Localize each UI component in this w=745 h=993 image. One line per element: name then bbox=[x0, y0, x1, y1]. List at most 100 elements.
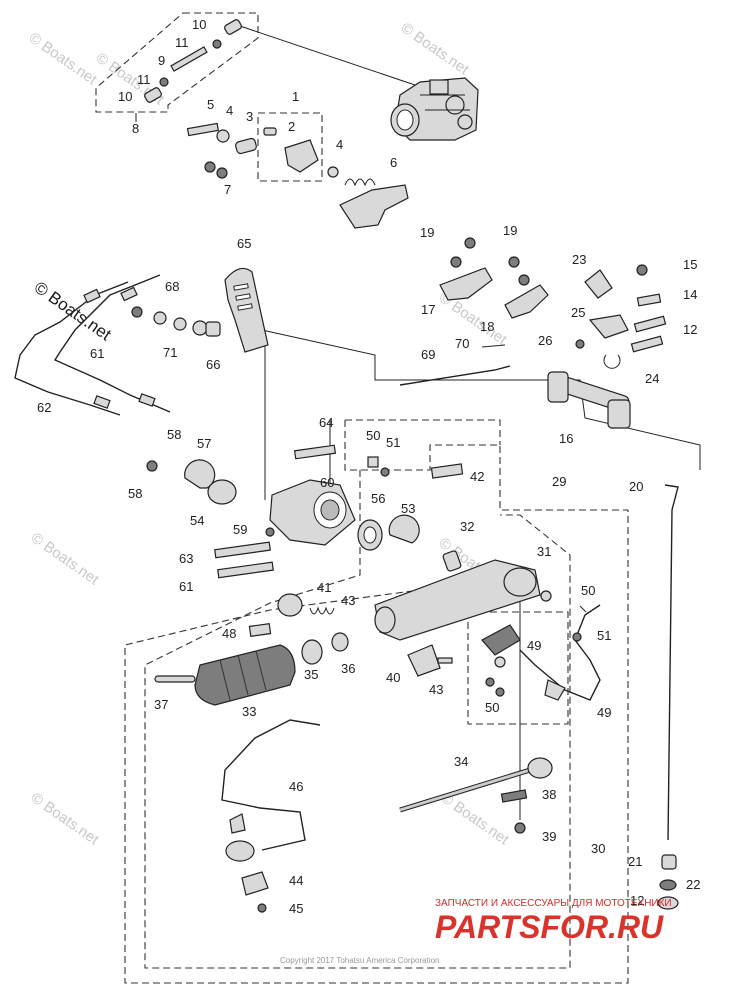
stop-switch-44 bbox=[221, 719, 321, 913]
switch-assembly-47 bbox=[481, 604, 601, 701]
callout-5: 5 bbox=[207, 97, 214, 112]
watermark: © Boats.net bbox=[28, 789, 103, 848]
callout-52: 53 bbox=[401, 501, 415, 516]
watermark: © Boats.net bbox=[438, 789, 513, 848]
callout-55: 57 bbox=[197, 436, 211, 451]
tiller-arm bbox=[374, 550, 552, 641]
callout-43: 45 bbox=[289, 901, 303, 916]
callout-3: 3 bbox=[246, 109, 253, 124]
callout-59: 60 bbox=[320, 475, 334, 490]
callout-28: 30 bbox=[591, 841, 605, 856]
callout-4: 4 bbox=[336, 137, 343, 152]
group-27-outline bbox=[144, 470, 571, 969]
watermark: © Boats.net bbox=[28, 529, 103, 588]
callout-25: 25 bbox=[571, 305, 585, 320]
callout-63: 64 bbox=[319, 415, 333, 430]
group-outlines bbox=[95, 12, 629, 984]
shift-rod-32 bbox=[399, 757, 553, 834]
group-48-outline bbox=[467, 611, 569, 725]
callout-2: 2 bbox=[288, 119, 295, 134]
callout-47: 49 bbox=[597, 705, 611, 720]
callout-9: 9 bbox=[158, 53, 165, 68]
branding: Copyright 2017 Tohatsu America Corporati… bbox=[280, 898, 672, 965]
callout-22: 22 bbox=[686, 877, 700, 892]
callout-39: 41 bbox=[317, 580, 331, 595]
brand-logo: PARTSFOR.RU bbox=[435, 909, 664, 945]
watermark-layer: © Boats.net © Boats.net © Boats.net © Bo… bbox=[26, 19, 513, 848]
callout-51: 51 bbox=[386, 435, 400, 450]
callout-56: 58 bbox=[128, 486, 142, 501]
shift-rod-20 bbox=[657, 484, 679, 910]
callout-37: 39 bbox=[542, 829, 556, 844]
throttle-grip-31 bbox=[154, 593, 453, 706]
callout-68: 69 bbox=[421, 347, 435, 362]
group-8-outline bbox=[95, 12, 259, 113]
callout-13: 12 bbox=[683, 322, 697, 337]
callout-33: 35 bbox=[304, 667, 318, 682]
friction-assembly bbox=[146, 444, 464, 579]
brand-tagline: ЗАПЧАСТИ И АКСЕССУАРЫ ДЛЯ МОТОТЕХНИКИ bbox=[435, 898, 672, 909]
callout-66: 68 bbox=[165, 279, 179, 294]
callout-49: 50 bbox=[485, 700, 499, 715]
callout-30: 32 bbox=[460, 519, 474, 534]
callout-41: 43 bbox=[429, 682, 443, 697]
throttle-cables-58 bbox=[14, 274, 171, 416]
callout-7: 7 bbox=[224, 182, 231, 197]
callout-labels: 10 11 9 11 10 8 1 2 3 4 5 4 6 7 19 19 17… bbox=[37, 17, 700, 916]
callout-42: 44 bbox=[289, 873, 303, 888]
callout-54: 56 bbox=[371, 491, 385, 506]
callout-53: 54 bbox=[190, 513, 204, 528]
callout-57: 58 bbox=[167, 427, 181, 442]
callout-31: 33 bbox=[242, 704, 256, 719]
callout-70: 71 bbox=[163, 345, 177, 360]
callout-61: 61 bbox=[179, 579, 193, 594]
callout-10: 10 bbox=[192, 17, 206, 32]
throttle-lever-64 bbox=[131, 267, 269, 353]
callout-12: 12 bbox=[630, 893, 644, 908]
callout-65: 66 bbox=[206, 357, 220, 372]
callout-46: 48 bbox=[222, 626, 236, 641]
callout-21: 21 bbox=[628, 854, 642, 869]
callout-64: 65 bbox=[237, 236, 251, 251]
callout-4: 4 bbox=[226, 103, 233, 118]
upper-right-parts bbox=[399, 237, 667, 429]
callout-29: 31 bbox=[537, 544, 551, 559]
callout-17: 17 bbox=[421, 302, 435, 317]
watermark: © Boats.net bbox=[398, 19, 473, 78]
callout-32: 34 bbox=[454, 754, 468, 769]
callout-24: 24 bbox=[645, 371, 659, 386]
callout-26: 26 bbox=[538, 333, 552, 348]
callout-44: 46 bbox=[289, 779, 303, 794]
callout-15: 15 bbox=[683, 257, 697, 272]
callout-19: 19 bbox=[420, 225, 434, 240]
leader-line bbox=[261, 329, 701, 470]
callout-11: 11 bbox=[137, 72, 151, 87]
callout-6: 6 bbox=[390, 155, 397, 170]
callout-60: 59 bbox=[233, 522, 247, 537]
callout-45: 42 bbox=[470, 469, 484, 484]
callout-35: 37 bbox=[154, 697, 168, 712]
callout-19: 19 bbox=[503, 223, 517, 238]
throttle-linkage bbox=[186, 122, 409, 229]
callout-10: 10 bbox=[118, 89, 132, 104]
callout-1: 1 bbox=[292, 89, 299, 104]
callout-38: 40 bbox=[386, 670, 400, 685]
callout-62: 63 bbox=[179, 551, 193, 566]
callout-58: 62 bbox=[37, 400, 51, 415]
callout-18: 18 bbox=[480, 319, 494, 334]
callout-34: 36 bbox=[341, 661, 355, 676]
callout-36: 38 bbox=[542, 787, 556, 802]
callout-23: 23 bbox=[572, 252, 586, 267]
callout-51: 51 bbox=[597, 628, 611, 643]
callout-50: 50 bbox=[581, 583, 595, 598]
callout-27: 29 bbox=[552, 474, 566, 489]
callout-8: 8 bbox=[132, 121, 139, 136]
watermark: © Boats.net bbox=[26, 29, 101, 88]
connecting-lines bbox=[239, 25, 701, 820]
callout-11: 11 bbox=[175, 35, 189, 50]
callout-58: 61 bbox=[90, 346, 104, 361]
group-top-outline bbox=[345, 419, 501, 445]
rod-assembly-8 bbox=[144, 19, 242, 103]
